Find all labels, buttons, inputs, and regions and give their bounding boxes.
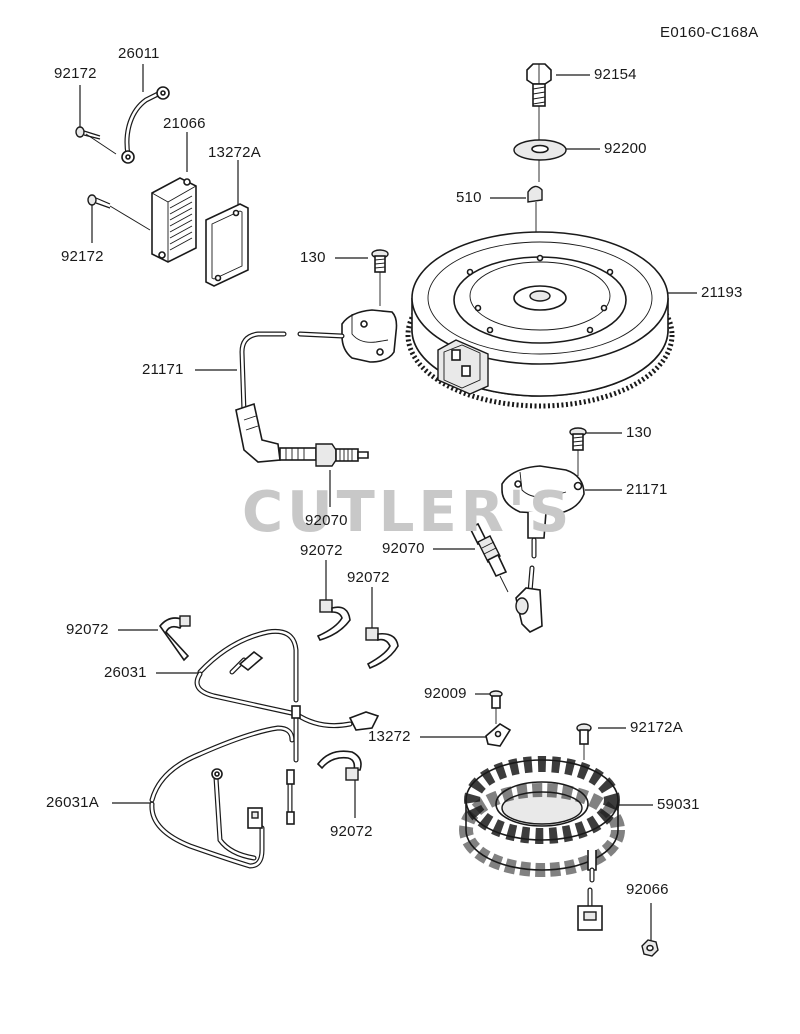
- clamp-13272: [485, 723, 512, 747]
- label-92066: 92066: [626, 881, 669, 898]
- bolt-92154: [526, 63, 552, 140]
- bolt-130-right: [569, 427, 587, 476]
- stator-59031: [459, 756, 625, 877]
- label-21171-right: 21171: [626, 481, 668, 498]
- label-92009: 92009: [424, 685, 467, 702]
- ignition-coil-21171-right: [501, 465, 585, 539]
- label-130-right: 130: [626, 424, 652, 441]
- ignition-coil-21171-left: [341, 309, 398, 363]
- spark-plug-92070-right: [468, 522, 509, 593]
- clamp-92072-d: [316, 750, 362, 781]
- watermark: CUTLER'S: [242, 480, 574, 545]
- leader-lines: [79, 64, 697, 942]
- spark-plug-92070-left: [279, 443, 369, 467]
- label-26011: 26011: [118, 45, 160, 62]
- nut-92066: [641, 939, 659, 957]
- label-13272: 13272: [368, 728, 411, 745]
- label-92070-left: 92070: [305, 512, 348, 529]
- clamp-92072-a: [158, 615, 191, 662]
- label-13272A: 13272A: [208, 144, 261, 161]
- label-26031: 26031: [104, 664, 147, 681]
- ignition-lead-right: [515, 537, 543, 633]
- ground-wire-26011: [121, 86, 170, 164]
- bolt-130-top: [371, 249, 389, 306]
- label-21171-left: 21171: [142, 361, 184, 378]
- diagram-code: E0160-C168A: [660, 24, 759, 41]
- ignition-lead-left: [235, 331, 345, 463]
- label-92154: 92154: [594, 66, 637, 83]
- clamp-92072-b: [316, 599, 351, 641]
- label-92072-c: 92072: [66, 621, 109, 638]
- label-92072-d: 92072: [330, 823, 373, 840]
- screw-92172A: [576, 723, 592, 760]
- clamp-92072-c: [365, 627, 399, 670]
- label-130-top: 130: [300, 249, 326, 266]
- label-92072-a: 92072: [300, 542, 343, 559]
- label-92172-top: 92172: [54, 65, 97, 82]
- washer-92200: [513, 139, 567, 182]
- label-92072-b: 92072: [347, 569, 390, 586]
- label-92172A: 92172A: [630, 719, 683, 736]
- screw-92009: [489, 690, 503, 724]
- label-59031: 59031: [657, 796, 700, 813]
- stator-lead: [577, 867, 603, 931]
- gasket-13272A: [205, 203, 249, 287]
- flywheel-21193: [405, 231, 675, 409]
- harness-26031A: [149, 725, 295, 869]
- label-92172-left: 92172: [61, 248, 104, 265]
- label-26031A: 26031A: [46, 794, 99, 811]
- label-510: 510: [456, 189, 482, 206]
- label-21193: 21193: [701, 284, 743, 301]
- screw-92172-left: [87, 194, 151, 231]
- label-92200: 92200: [604, 140, 647, 157]
- screw-92172-top: [75, 126, 117, 155]
- label-92070-right: 92070: [382, 540, 425, 557]
- regulator-21066: [151, 177, 197, 263]
- label-21066: 21066: [163, 115, 206, 132]
- harness-26031: [194, 628, 380, 825]
